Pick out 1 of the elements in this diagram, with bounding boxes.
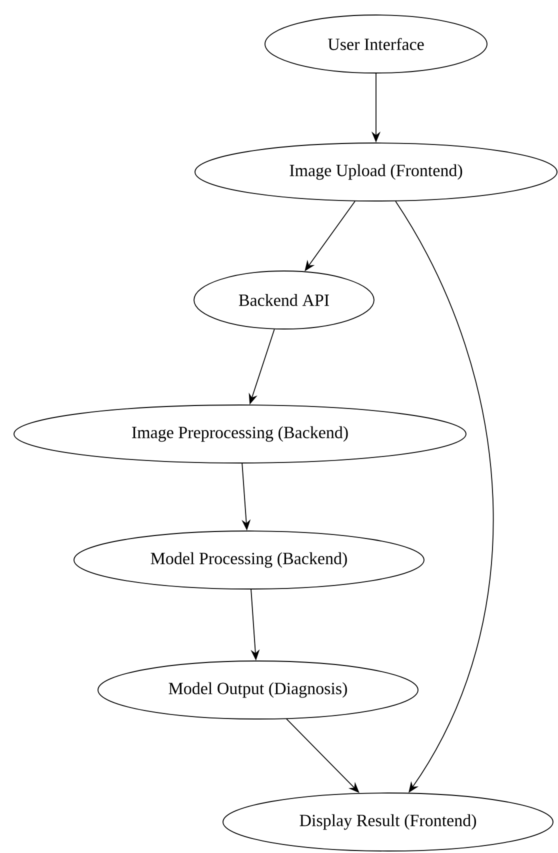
arrow <box>286 718 360 793</box>
